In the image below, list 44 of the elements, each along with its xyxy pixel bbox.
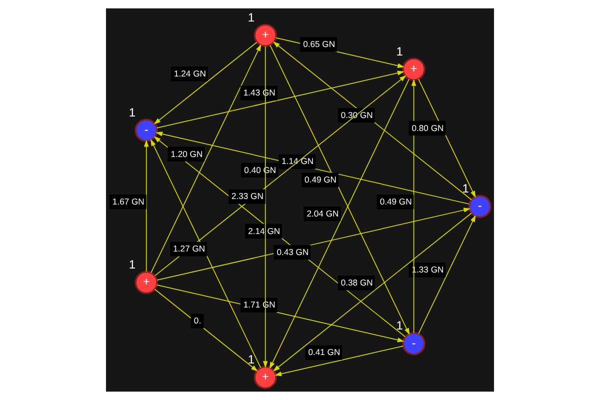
- edge-label: 0.43 GN: [276, 246, 309, 257]
- edge-label: 2.04 GN: [306, 208, 339, 218]
- node-circle: -: [134, 118, 158, 142]
- node-circle: +: [402, 58, 426, 81]
- edge-label: 0.: [194, 316, 202, 326]
- edge-label: 0.80 GN: [412, 122, 444, 133]
- edge-label: 2.14 GN: [248, 226, 280, 236]
- arrow: [150, 139, 262, 368]
- node-label: 1: [396, 318, 403, 333]
- node-label: 1: [462, 181, 470, 196]
- edge-label: 0.49 GN: [380, 196, 412, 207]
- arrow: [154, 42, 258, 124]
- edge-label: 1.67 GN: [112, 196, 144, 206]
- arrow: [262, 46, 268, 368]
- edge-label: 1.27 GN: [173, 244, 206, 254]
- arrow: [156, 284, 404, 342]
- arrow: [270, 44, 410, 336]
- arrow: [150, 44, 262, 274]
- edge-label: 2.33 GN: [231, 191, 264, 202]
- edge-label: 1.14 GN: [282, 156, 314, 166]
- arrow: [411, 78, 416, 334]
- arrow: [272, 41, 472, 200]
- node-label: 1: [128, 105, 136, 120]
- edge-label: 0.49 GN: [304, 174, 337, 184]
- edge-label: 0.30 GN: [340, 110, 373, 120]
- node-label: 1: [248, 352, 255, 366]
- arrow: [156, 70, 404, 128]
- arrow: [269, 78, 410, 369]
- edge-label: 0.41 GN: [308, 347, 340, 358]
- edge-label: 1.20 GN: [170, 148, 203, 159]
- node-circle: +: [134, 270, 158, 294]
- node-circle: -: [468, 194, 492, 218]
- arrow: [154, 288, 258, 372]
- edge-label: 1.24 GN: [174, 68, 206, 78]
- node-circle: +: [254, 24, 277, 47]
- node-label: 1: [248, 10, 255, 24]
- edge-label: 0.65 GN: [303, 39, 336, 50]
- node-label: 1: [128, 258, 136, 272]
- arrow: [144, 140, 149, 272]
- edge-label: 0.38 GN: [340, 277, 373, 288]
- node-label: 1: [396, 44, 403, 58]
- node-circle: -: [402, 332, 426, 356]
- node-circle: +: [254, 366, 277, 390]
- arrow: [418, 215, 476, 334]
